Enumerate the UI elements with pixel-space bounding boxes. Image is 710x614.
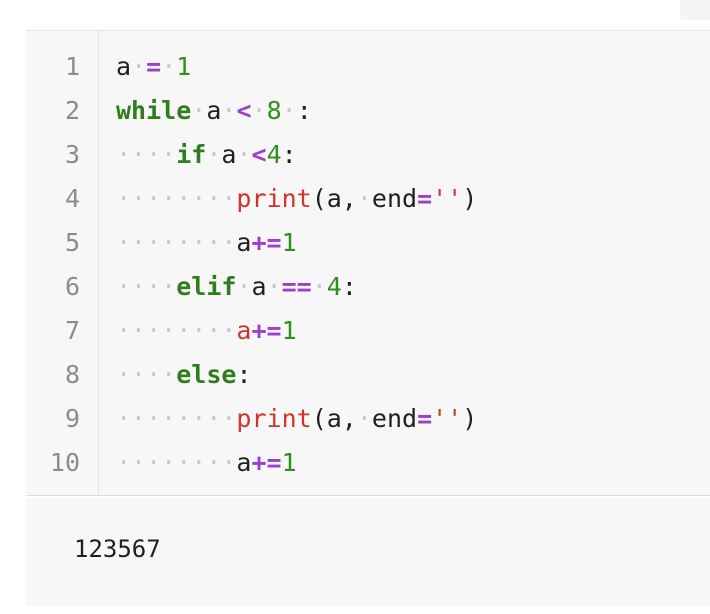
code-token: if	[176, 140, 207, 169]
output-text: 123567	[74, 535, 161, 563]
code-token: ·	[206, 140, 222, 169]
code-token: 1	[281, 228, 297, 257]
code-token: ·	[161, 52, 177, 81]
code-token: ·	[281, 96, 297, 125]
code-token: ·	[311, 272, 327, 301]
output-panel: 123567	[26, 498, 710, 606]
code-token: +=	[251, 228, 282, 257]
line-number: 4	[64, 184, 80, 213]
code-line[interactable]: ········a+=1	[116, 221, 297, 265]
code-token: else	[176, 360, 237, 389]
code-token: a	[236, 448, 252, 477]
code-token: 4	[266, 140, 282, 169]
code-token: a	[206, 96, 222, 125]
line-number: 6	[64, 272, 80, 301]
code-token: ·	[356, 184, 372, 213]
code-token: a	[116, 52, 132, 81]
code-line[interactable]: ········print(a,·end='')	[116, 177, 477, 221]
code-token: ········	[116, 404, 237, 433]
code-token: 1	[281, 448, 297, 477]
code-token: 1	[281, 316, 297, 345]
code-line[interactable]: while·a·<·8·:	[116, 89, 312, 133]
top-right-corner-box	[680, 0, 710, 20]
line-number: 10	[49, 448, 80, 477]
code-line[interactable]: ········a+=1	[116, 309, 297, 353]
code-token: )	[462, 404, 478, 433]
code-token: 8	[266, 96, 282, 125]
code-token: a	[236, 316, 252, 345]
line-number: 8	[64, 360, 80, 389]
code-line[interactable]: ····elif·a·==·4:	[116, 265, 357, 309]
code-token: ''	[432, 404, 463, 433]
code-token: elif	[176, 272, 237, 301]
code-token: ····	[116, 272, 177, 301]
code-token: =	[417, 184, 433, 213]
code-line[interactable]: ····if·a·<4:	[116, 133, 297, 177]
code-token: (a,	[311, 404, 357, 433]
code-token: )	[462, 184, 478, 213]
code-token: <	[236, 96, 252, 125]
code-token: ·	[251, 96, 267, 125]
line-number-gutter: 1 2 3 4 5 6 7 8 9 10	[26, 31, 99, 495]
line-number: 1	[64, 52, 80, 81]
code-token: :	[281, 140, 297, 169]
code-token: :	[236, 360, 252, 389]
code-token: a	[236, 228, 252, 257]
code-line[interactable]: ········a+=1	[116, 441, 297, 485]
code-token: a	[251, 272, 267, 301]
code-token: ''	[432, 184, 463, 213]
code-token: ·	[236, 272, 252, 301]
code-token: a	[221, 140, 237, 169]
code-token: ·	[356, 404, 372, 433]
line-number: 5	[64, 228, 80, 257]
code-token: =	[417, 404, 433, 433]
code-token: ····	[116, 140, 177, 169]
code-token: ········	[116, 316, 237, 345]
code-token: ·	[266, 272, 282, 301]
code-token: =	[146, 52, 162, 81]
code-token: end	[371, 184, 418, 213]
code-token: <	[251, 140, 267, 169]
code-line[interactable]: ····else:	[116, 353, 252, 397]
code-token: while	[116, 96, 192, 125]
code-token: end	[371, 404, 418, 433]
code-token: ········	[116, 184, 237, 213]
code-token: +=	[251, 316, 282, 345]
code-token: 1	[176, 52, 192, 81]
code-token: ········	[116, 448, 237, 477]
code-token: 4	[326, 272, 342, 301]
line-number: 9	[64, 404, 80, 433]
code-token: :	[296, 96, 312, 125]
code-token: ········	[116, 228, 237, 257]
code-line[interactable]: a·=·1	[116, 45, 191, 89]
code-line[interactable]: ········print(a,·end='')	[116, 397, 477, 441]
code-token: ·	[221, 96, 237, 125]
code-token: +=	[251, 448, 282, 477]
code-token: ·	[191, 96, 207, 125]
code-token: print	[236, 184, 312, 213]
code-token: ·	[236, 140, 252, 169]
line-number: 3	[64, 140, 80, 169]
code-token: (a,	[311, 184, 357, 213]
code-token: :	[341, 272, 357, 301]
code-token: print	[236, 404, 312, 433]
line-number: 2	[64, 96, 80, 125]
code-token: ==	[281, 272, 312, 301]
code-token: ····	[116, 360, 177, 389]
code-token: ·	[131, 52, 147, 81]
line-number: 7	[64, 316, 80, 345]
